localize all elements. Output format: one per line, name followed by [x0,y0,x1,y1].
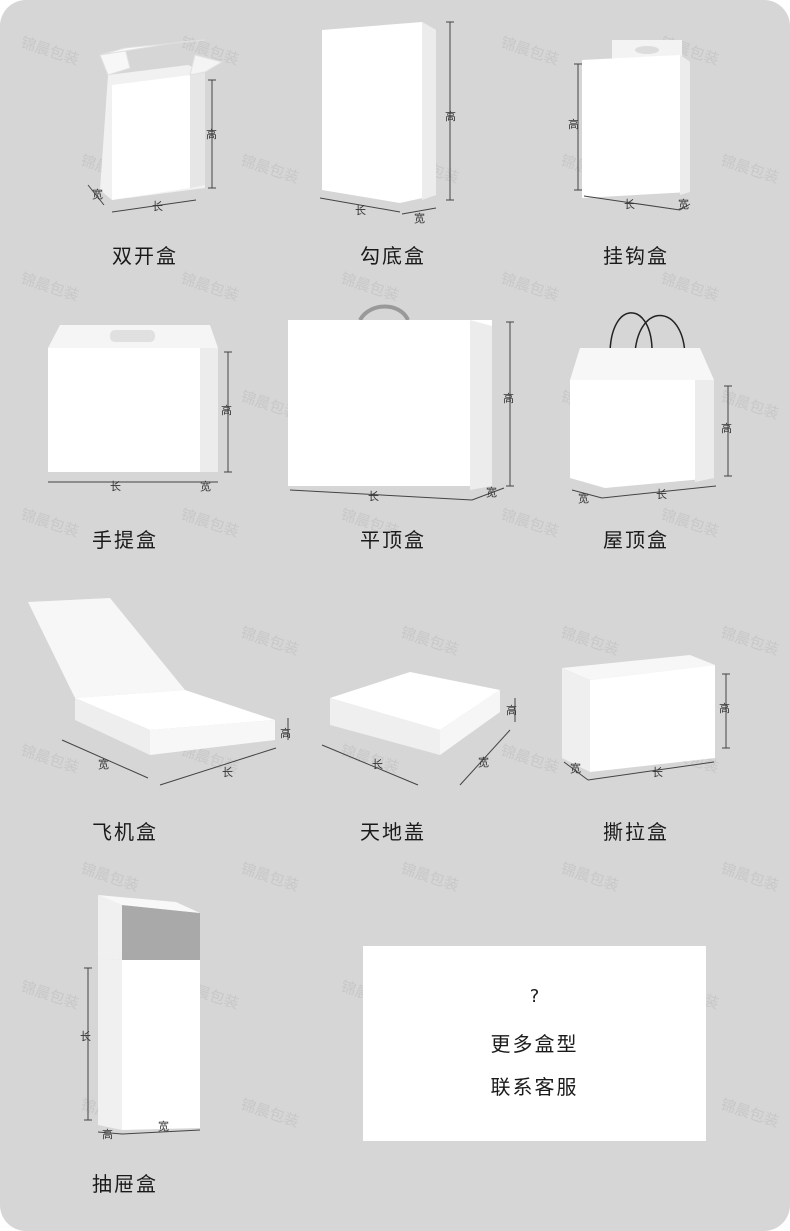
more-question-mark: ? [529,986,540,1007]
caption-flat-top: 平顶盒 [360,528,426,552]
dim-width: 宽 [570,761,581,775]
dim-width: 宽 [578,491,589,505]
caption-gable: 屋顶盒 [603,528,669,552]
dim-length: 长 [152,200,163,213]
dim-width: 宽 [92,187,103,201]
drawer-box-illustration: 长 高 宽 [80,895,201,1141]
dim-length: 长 [355,204,366,217]
hanger-box-illustration: 高 长 宽 [568,40,691,211]
double-open-box-illustration: 高 长 宽 [87,39,224,213]
dim-height: 高 [206,127,217,141]
dim-width: 宽 [678,197,689,211]
caption-double-open: 双开盒 [112,244,178,268]
watermark-text: 锦晨包装 [718,859,782,895]
box-lid-base[interactable]: 高 长 宽 天地盖 [300,580,530,860]
dim-length: 长 [80,1030,91,1043]
dim-length: 长 [372,758,383,771]
box-handle[interactable]: 高 长 宽 手提盒 [0,290,260,570]
dim-height: 高 [503,391,514,405]
more-line-2: 联系客服 [490,1075,579,1099]
lid-base-box-illustration: 高 长 宽 [321,672,517,786]
dim-width: 宽 [98,757,109,771]
box-mailer[interactable]: 高 宽 长 飞机盒 [0,580,300,860]
dim-length: 长 [368,490,379,503]
box-double-open[interactable]: 高 长 宽 双开盒 [0,0,260,280]
dim-width: 宽 [486,485,497,499]
caption-tear-strip: 撕拉盒 [603,820,669,844]
dim-height: 高 [721,421,732,435]
caption-hanger: 挂钩盒 [603,244,669,268]
handle-box-illustration: 高 长 宽 [48,325,232,493]
more-box-types-panel[interactable]: ? 更多盒型 联系客服 [363,946,706,1141]
dim-length: 长 [624,198,635,211]
tear-strip-box-illustration: 高 长 宽 [562,655,730,781]
hook-bottom-box-illustration: 高 长 宽 [319,21,456,225]
dim-height: 高 [445,109,456,123]
caption-drawer: 抽屉盒 [92,1172,158,1196]
dim-length: 长 [652,766,663,779]
dim-length: 长 [656,488,667,501]
caption-hook-bottom: 勾底盒 [360,244,426,268]
box-gable[interactable]: 高 长 宽 屋顶盒 [520,290,790,570]
dim-height: 高 [221,403,232,417]
dim-height: 高 [719,701,730,715]
dim-width: 宽 [478,755,489,769]
box-flat-top[interactable]: 高 长 宽 平顶盒 [260,290,520,570]
dim-height: 高 [280,726,291,740]
watermark-text: 锦晨包装 [558,859,622,895]
box-drawer[interactable]: 长 高 宽 抽屉盒 [0,880,260,1200]
dim-height: 高 [506,703,517,717]
watermark-text: 锦晨包装 [398,859,462,895]
dim-length: 长 [110,480,121,493]
dim-width: 宽 [200,479,211,493]
watermark-text: 锦晨包装 [718,1095,782,1131]
caption-handle: 手提盒 [92,528,158,552]
mailer-box-illustration: 高 宽 长 [28,598,291,786]
caption-mailer: 飞机盒 [92,820,158,844]
flat-top-box-illustration: 高 长 宽 [288,304,514,503]
dim-length: 长 [222,766,233,779]
box-hook-bottom[interactable]: 高 长 宽 勾底盒 [260,0,520,280]
box-hanger[interactable]: 高 长 宽 挂钩盒 [520,0,790,280]
dim-width: 宽 [414,211,425,225]
dim-width: 宽 [158,1119,169,1133]
dim-height: 高 [102,1127,113,1141]
dim-height: 高 [568,117,579,131]
caption-lid-base: 天地盖 [360,820,426,844]
more-line-1: 更多盒型 [490,1032,579,1056]
box-tear-strip[interactable]: 高 长 宽 撕拉盒 [530,580,790,860]
gable-box-illustration: 高 长 宽 [570,312,732,505]
